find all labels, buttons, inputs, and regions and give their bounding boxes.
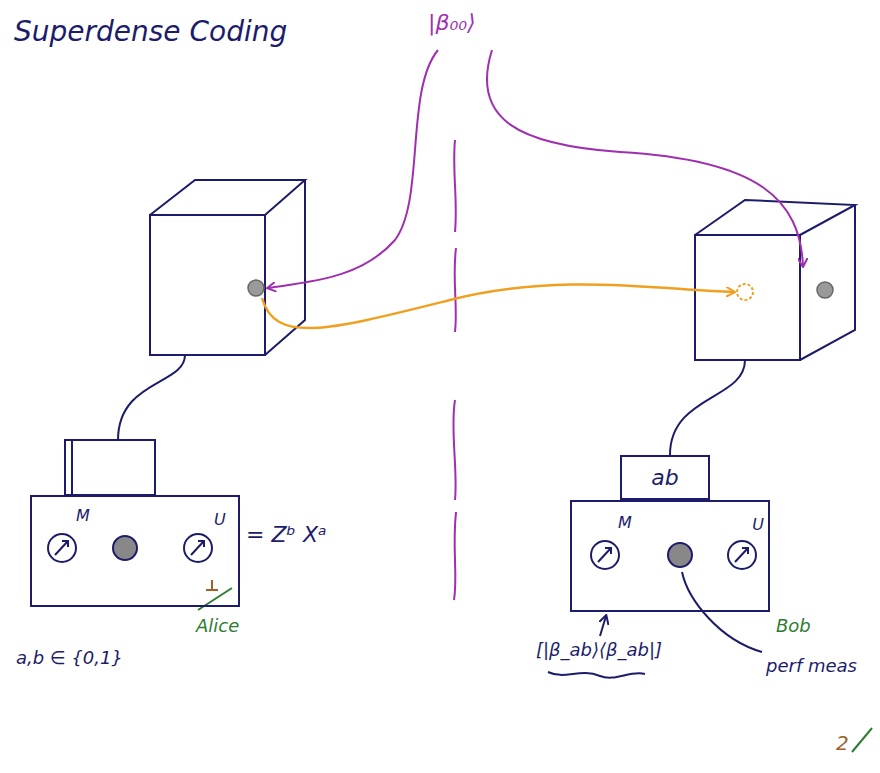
control-panel: MU (30, 495, 240, 607)
entangle-arrow (268, 50, 438, 288)
title: Superdense Coding (14, 16, 287, 48)
qubit-transfer (262, 284, 734, 328)
note: perf meas (766, 656, 857, 677)
divider-line (453, 140, 456, 600)
note: a,b ∈ {0,1} (16, 648, 123, 669)
display-text: ab (651, 465, 678, 490)
alice-cube (150, 180, 305, 355)
mark (206, 580, 218, 590)
check-mark (852, 728, 872, 752)
qubit-dot (817, 282, 833, 298)
wire (670, 360, 745, 455)
leader-line (682, 572, 762, 652)
control-panel: MU (570, 500, 770, 612)
bob-cube (695, 200, 855, 360)
qubit-dot (737, 284, 753, 300)
dial (48, 534, 212, 562)
dial-label: U (214, 511, 226, 529)
party-name: Alice (196, 616, 239, 637)
dial-label: M (618, 514, 632, 532)
qubit-dot (248, 280, 264, 296)
display (65, 440, 155, 495)
state-label: |β₀₀⟩ (428, 10, 476, 35)
callout-number: 2 (836, 732, 849, 755)
projector-label: [|β_ab⟩⟨β_ab|] (536, 640, 662, 661)
wire (118, 355, 185, 440)
leader-line (600, 616, 606, 636)
dial-label: M (76, 507, 90, 525)
party-name: Bob (776, 616, 811, 637)
dial (591, 541, 756, 569)
dial-label: U (752, 516, 764, 534)
formula: = Zᵇ Xᵃ (246, 522, 327, 547)
entangle-arrow (487, 50, 803, 266)
brace (548, 672, 645, 678)
display-box: ab (620, 455, 710, 500)
